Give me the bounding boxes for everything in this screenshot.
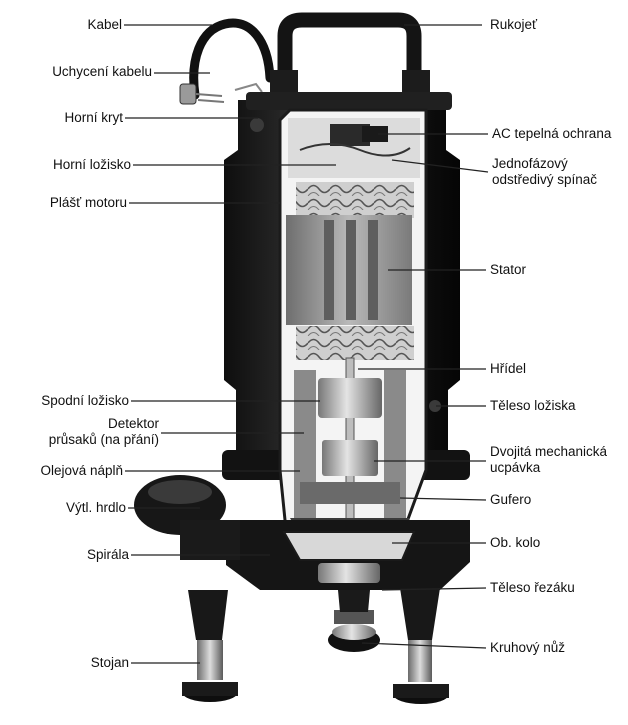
label-jednofazovy-spinac: Jednofázový odstředivý spínač <box>492 156 597 188</box>
cutter-assembly <box>318 563 380 652</box>
stand-legs <box>182 588 449 704</box>
label-ob-kolo: Ob. kolo <box>490 535 541 550</box>
label-horni-lozisko: Horní ložisko <box>52 157 131 172</box>
label-stator: Stator <box>490 262 527 277</box>
label-stojan: Stojan <box>90 655 129 670</box>
label-teleso-loziska: Těleso ložiska <box>490 398 576 413</box>
label-plast-motoru: Plášť motoru <box>49 195 127 210</box>
label-vytl-hrdlo: Výtl. hrdlo <box>65 500 126 515</box>
label-rukojet: Rukojeť <box>490 17 538 32</box>
label-dvojita-ucpavka: Dvojitá mechanická ucpávka <box>490 444 607 476</box>
label-detektor-prusaku: Detektor průsaků (na přání) <box>49 416 159 448</box>
label-jednofazovy-spinac-text: Jednofázový odstředivý spínač <box>492 156 598 187</box>
label-kruhovy-nuz: Kruhový nůž <box>490 640 566 655</box>
label-kabel: Kabel <box>87 17 122 32</box>
label-hridel: Hřídel <box>490 361 527 376</box>
label-horni-kryt: Horní kryt <box>64 110 123 125</box>
label-olejova-napln: Olejová náplň <box>40 463 123 478</box>
label-uchyceni-kabelu: Uchycení kabelu <box>52 64 152 79</box>
label-dvojita-ucpavka-text: Dvojitá mechanická ucpávka <box>490 444 608 475</box>
label-gufero: Gufero <box>490 492 532 507</box>
label-teleso-rezaku: Těleso řezáku <box>490 580 575 595</box>
label-spodni-lozisko: Spodní ložisko <box>41 393 129 408</box>
leader-lines <box>124 24 489 664</box>
cable <box>179 18 275 105</box>
cutaway-interior <box>278 108 428 559</box>
label-detektor-prusaku-text: Detektor průsaků (na přání) <box>48 416 159 447</box>
volute <box>134 475 470 590</box>
label-spirala: Spirála <box>86 547 129 562</box>
label-ac-tepelna-ochrana: AC tepelná ochrana <box>492 126 612 141</box>
